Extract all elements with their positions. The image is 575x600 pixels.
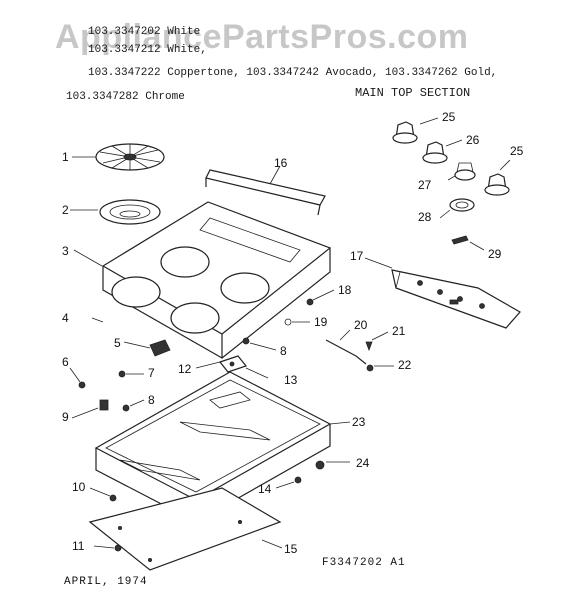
callout-15: 15 — [284, 542, 298, 556]
callout-1: 1 — [62, 150, 69, 164]
callout-23: 23 — [352, 415, 366, 429]
callout-9: 9 — [62, 410, 69, 424]
callout-26: 26 — [466, 133, 480, 147]
callout-27: 27 — [418, 178, 432, 192]
part-small-fasteners — [69, 289, 394, 552]
callout-21: 21 — [392, 324, 406, 338]
callout-22: 22 — [398, 358, 412, 372]
model-line-4: 103.3347282 Chrome — [66, 91, 185, 103]
part-fan-spider — [72, 143, 165, 171]
callout-6: 6 — [62, 355, 69, 369]
callout-29: 29 — [488, 247, 502, 261]
part-knobs — [392, 117, 511, 251]
model-line-1: 103.3347202 White — [88, 26, 201, 38]
figure-id: F3347202 A1 — [322, 557, 406, 569]
callout-8-upper: 8 — [280, 344, 287, 358]
callout-18: 18 — [338, 283, 352, 297]
callout-28: 28 — [418, 210, 432, 224]
callout-14: 14 — [258, 482, 272, 496]
part-main-top — [73, 201, 332, 360]
part-bottom-plate — [88, 487, 283, 571]
watermark-logo: AppliancePartsPros.com — [55, 18, 469, 56]
part-drip-ring — [70, 199, 161, 225]
callout-12: 12 — [178, 362, 192, 376]
model-line-3: 103.3347222 Coppertone, 103.3347242 Avoc… — [88, 67, 498, 79]
callout-24: 24 — [356, 456, 370, 470]
callout-25-left: 25 — [442, 110, 456, 124]
part-bracket-plate — [195, 355, 269, 379]
diagram-date: APRIL, 1974 — [64, 576, 148, 588]
callout-8-lower: 8 — [148, 393, 155, 407]
callout-2: 2 — [62, 203, 69, 217]
model-line-2: 103.3347212 White, — [88, 44, 207, 56]
callout-7: 7 — [148, 366, 155, 380]
part-bracket — [149, 339, 171, 357]
callout-5: 5 — [114, 336, 121, 350]
callout-13: 13 — [284, 373, 298, 387]
callout-19: 19 — [314, 315, 328, 329]
callout-4: 4 — [62, 311, 69, 325]
callout-25-right: 25 — [510, 144, 524, 158]
callout-17: 17 — [350, 249, 364, 263]
section-title: MAIN TOP SECTION — [355, 86, 471, 100]
callout-20: 20 — [354, 318, 368, 332]
callout-16: 16 — [274, 156, 288, 170]
callout-11: 11 — [72, 539, 85, 553]
part-control-panel — [364, 257, 521, 329]
callout-10: 10 — [72, 480, 86, 494]
part-handle-bar — [205, 165, 326, 216]
callout-3: 3 — [62, 244, 69, 258]
